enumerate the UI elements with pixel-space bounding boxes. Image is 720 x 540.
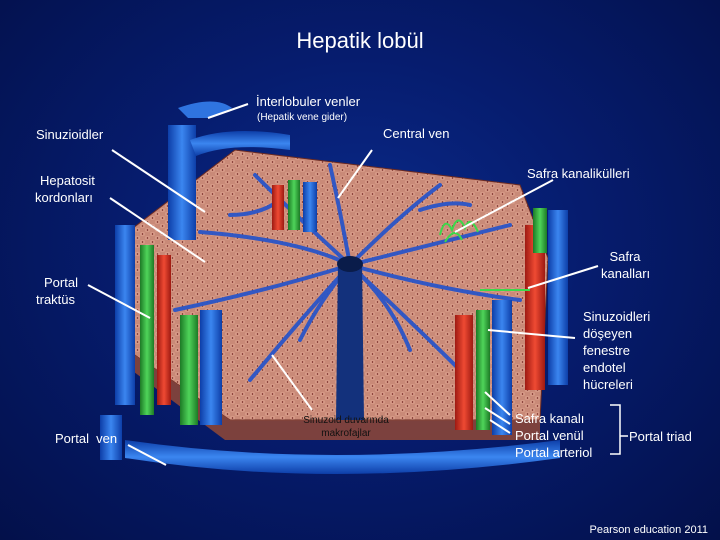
interlobular-vein <box>168 101 290 240</box>
label-portal-tract-line1: Portal <box>44 275 78 290</box>
label-interlobular-veins: İnterlobuler venler <box>256 94 361 109</box>
label-endothelial-line5: hücreleri <box>583 377 633 392</box>
label-endothelial-line3: fenestre <box>583 343 630 358</box>
bottom-vein <box>100 415 560 474</box>
label-bile-ducts-line2: kanalları <box>601 266 651 281</box>
label-interlobular-sub: (Hepatik vene gider) <box>257 112 348 123</box>
label-triad-bile-duct: Safra kanalı <box>515 411 585 426</box>
slide-title: Hepatik lobül <box>296 28 424 53</box>
central-vein <box>336 256 364 420</box>
label-hepatocyte-cords-line1: Hepatosit <box>40 173 95 188</box>
label-bile-canaliculi: Safra kanalikülleri <box>527 166 630 181</box>
portal-triad-bracket <box>610 404 628 455</box>
label-macrophages-line1: Sinuzoid duvarında <box>303 415 389 426</box>
credit-text: Pearson education 2011 <box>589 524 708 536</box>
label-endothelial-line2: döşeyen <box>583 326 633 341</box>
label-endothelial-line1: Sinuzoidleri <box>583 309 651 324</box>
label-bile-ducts-line1: Safra <box>609 249 641 264</box>
label-sinusoids: Sinuzioidler <box>36 127 104 142</box>
portal-tract-far-right <box>525 208 568 390</box>
bile-canaliculi <box>439 219 530 291</box>
portal-tract-right <box>455 300 512 435</box>
label-triad-portal-venule: Portal venül <box>515 428 584 443</box>
portal-tract-front <box>180 310 222 425</box>
label-hepatocyte-cords-line2: kordonları <box>35 190 93 205</box>
label-triad-portal-arteriole: Portal arteriol <box>515 445 593 460</box>
label-macrophages-line2: makrofajlar <box>321 428 371 439</box>
label-portal-vein: Portal ven <box>55 431 118 446</box>
label-endothelial-line4: endotel <box>583 360 626 375</box>
portal-tract-top <box>272 180 317 232</box>
portal-tract-left <box>115 225 171 415</box>
label-central-vein: Central ven <box>383 126 450 141</box>
label-portal-tract-line2: traktüs <box>36 292 76 307</box>
pointer-lines <box>87 103 599 466</box>
label-portal-triad: Portal triad <box>629 429 692 444</box>
